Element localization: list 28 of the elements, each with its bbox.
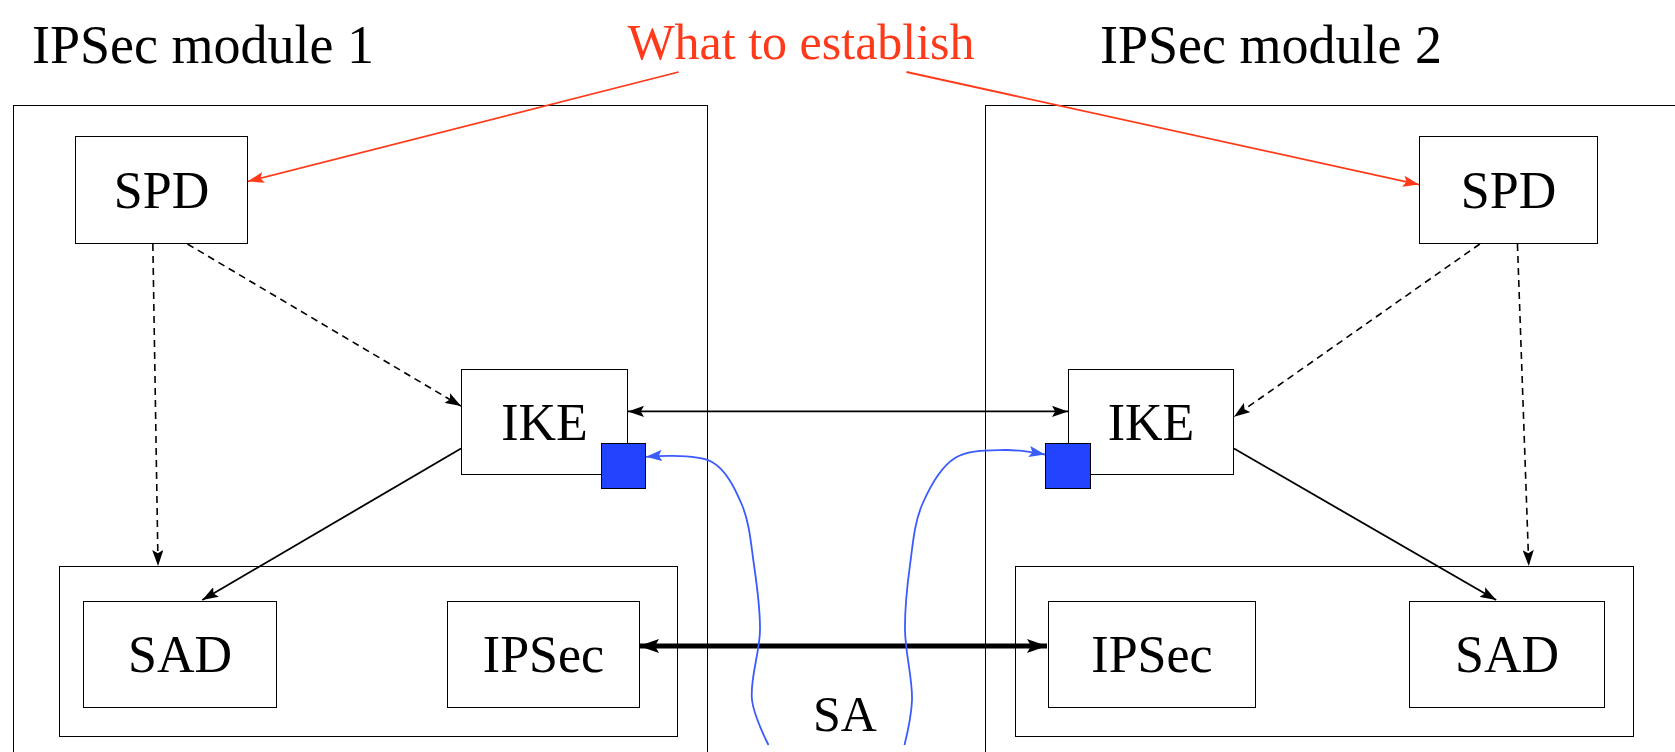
- component-box: SPD: [75, 136, 248, 244]
- curved-arrow: [903, 447, 1046, 746]
- group-box: [59, 566, 678, 737]
- component-box: IKE: [461, 369, 628, 475]
- module-heading: IPSec module 1: [32, 18, 374, 72]
- annotation-label: What to establish: [590, 12, 1012, 72]
- component-box: SAD: [1409, 601, 1605, 708]
- arrow: [639, 639, 1047, 653]
- arrow: [1233, 447, 1498, 601]
- dashed-arrow: [1516, 243, 1534, 567]
- port-square: [1045, 443, 1091, 489]
- arrow: [247, 71, 680, 185]
- component-box: SAD: [83, 601, 277, 708]
- dashed-arrow: [1233, 243, 1481, 418]
- component-box: IKE: [1068, 369, 1234, 475]
- port-square: [601, 443, 646, 489]
- component-box: IPSec: [1048, 601, 1256, 708]
- annotation-label: SA: [760, 683, 930, 745]
- group-box: [1015, 566, 1634, 737]
- component-box: IPSec: [447, 601, 640, 708]
- component-box: SPD: [1419, 136, 1598, 244]
- module-heading: IPSec module 2: [1100, 18, 1442, 72]
- arrow: [627, 405, 1069, 417]
- arrow: [201, 447, 462, 601]
- arrow: [905, 71, 1420, 188]
- dashed-arrow: [186, 243, 462, 407]
- dashed-arrow: [152, 243, 164, 567]
- curved-arrow: [645, 450, 770, 746]
